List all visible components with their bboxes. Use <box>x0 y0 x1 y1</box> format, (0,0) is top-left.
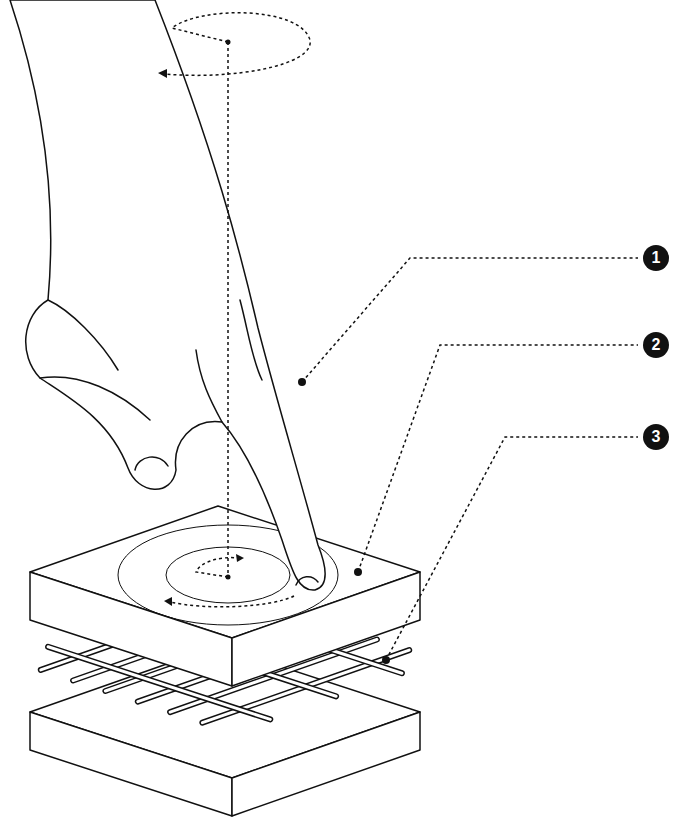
arrow-head <box>236 554 244 562</box>
callout-number: 3 <box>643 424 669 450</box>
axis-dot <box>226 575 231 580</box>
top-plate-right <box>232 572 420 686</box>
bottom-plate-right <box>232 712 420 816</box>
touch-ring-inner <box>166 547 290 603</box>
leader-line <box>386 437 638 660</box>
rotation-axis <box>227 42 229 577</box>
thumbnail <box>135 457 168 470</box>
rotation-arrow-small <box>196 558 238 577</box>
leader-line <box>358 345 638 572</box>
finger-line <box>40 377 150 420</box>
axis-dot <box>226 40 231 45</box>
leader-dot <box>354 568 362 576</box>
rotation-ellipse <box>165 13 310 76</box>
leader-dot <box>382 656 390 664</box>
top-plate-left <box>30 572 232 686</box>
crease-line <box>240 300 262 380</box>
arrow-head <box>164 597 172 606</box>
bottom-plate-left <box>30 712 232 816</box>
leader-dot <box>298 378 306 386</box>
callout-number: 1 <box>643 245 669 271</box>
fingernail <box>296 577 318 585</box>
crease-line <box>196 350 222 422</box>
leader-line <box>302 258 638 382</box>
knuckle-line <box>48 300 118 370</box>
hand <box>10 0 325 590</box>
callout-number: 2 <box>643 332 669 358</box>
rotation-arrow-large <box>170 596 294 607</box>
arrow-head <box>158 69 167 78</box>
